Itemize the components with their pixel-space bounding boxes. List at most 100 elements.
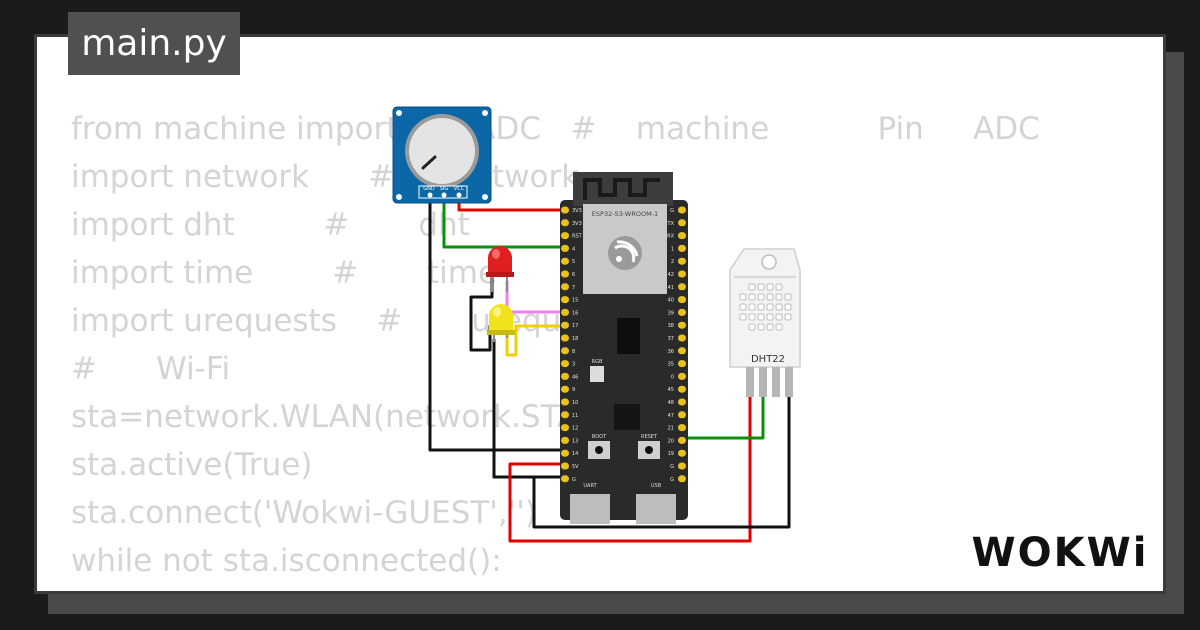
left-pin-label: 7 bbox=[572, 285, 575, 291]
potentiometer: GND SIG VCC bbox=[392, 106, 492, 204]
right-pin-pad bbox=[678, 385, 686, 393]
left-pin-label: 8 bbox=[572, 349, 575, 355]
left-pin-pad bbox=[561, 244, 569, 252]
right-pin-pad bbox=[678, 321, 686, 329]
left-pin-label: 3V3 bbox=[572, 221, 582, 227]
left-pin-pad bbox=[561, 308, 569, 316]
dht-vent-hole bbox=[784, 313, 792, 321]
right-pin-label: RX bbox=[667, 234, 674, 240]
reset-label: RESET bbox=[641, 434, 658, 440]
left-pin-label: 14 bbox=[572, 451, 578, 457]
left-pin-label: 13 bbox=[572, 438, 578, 444]
dht-vent-hole bbox=[766, 283, 774, 291]
usb-label: USB bbox=[651, 483, 662, 489]
dht-vent-grid bbox=[739, 283, 792, 331]
dht-vent-hole bbox=[757, 283, 765, 291]
code-line: import network # network bbox=[71, 159, 580, 195]
left-pin-pad bbox=[561, 411, 569, 419]
right-pin-label: 40 bbox=[668, 298, 674, 304]
dht-vent-hole bbox=[748, 323, 756, 331]
code-line: sta.active(True) bbox=[71, 447, 313, 483]
file-title: main.py bbox=[68, 12, 240, 75]
left-pin-pad bbox=[561, 296, 569, 304]
left-pin-label: G bbox=[572, 477, 576, 483]
pot-pin-sig: SIG bbox=[440, 186, 449, 192]
code-line: import dht # dht bbox=[71, 207, 470, 243]
dht-vent-hole bbox=[748, 283, 756, 291]
dht-vent-hole bbox=[784, 293, 792, 301]
dht-vent-hole bbox=[757, 293, 765, 301]
right-pin-label: 35 bbox=[668, 362, 674, 368]
dht-vent-hole bbox=[775, 283, 783, 291]
code-line: sta.connect('Wokwi-GUEST','') bbox=[71, 495, 537, 531]
right-pin-pad bbox=[678, 424, 686, 432]
left-pin-label: 10 bbox=[572, 400, 578, 406]
boot-label: BOOT bbox=[592, 434, 607, 440]
left-pin-pad bbox=[561, 283, 569, 291]
dht-vent-hole bbox=[757, 303, 765, 311]
left-pin-label: 16 bbox=[572, 310, 578, 316]
right-pin-label: 45 bbox=[668, 387, 674, 393]
left-pin-pad bbox=[561, 334, 569, 342]
dht-vent-hole bbox=[757, 323, 765, 331]
right-pin-pad bbox=[678, 462, 686, 470]
dht-vent-hole bbox=[766, 303, 774, 311]
left-pin-label: 18 bbox=[572, 336, 578, 342]
left-pin-pad bbox=[561, 462, 569, 470]
module-label: ESP32-S3-WROOM-1 bbox=[592, 210, 658, 218]
right-pin-pad bbox=[678, 334, 686, 342]
dht-vent-hole bbox=[766, 313, 774, 321]
led-yellow bbox=[487, 304, 515, 342]
right-pin-pad bbox=[678, 360, 686, 368]
right-pin-pad bbox=[678, 244, 686, 252]
dht-vent-hole bbox=[748, 313, 756, 321]
left-pin-label: 17 bbox=[572, 323, 578, 329]
left-pin-label: 11 bbox=[572, 413, 578, 419]
pot-pin-gnd: GND bbox=[423, 186, 435, 192]
right-pin-label: 0 bbox=[671, 374, 674, 380]
wokwi-logo: WOKWi bbox=[972, 530, 1149, 576]
right-pin-label: 41 bbox=[668, 285, 674, 291]
dht-vent-hole bbox=[775, 293, 783, 301]
right-pin-label: 42 bbox=[668, 272, 674, 278]
left-pin-pad bbox=[561, 232, 569, 240]
right-pin-pad bbox=[678, 296, 686, 304]
left-pin-pad bbox=[561, 449, 569, 457]
left-pin-label: RST bbox=[572, 234, 583, 240]
right-pin-pad bbox=[678, 232, 686, 240]
left-pin-pad bbox=[561, 257, 569, 265]
right-pin-pad bbox=[678, 308, 686, 316]
left-pin-pad bbox=[561, 372, 569, 380]
dht-vent-hole bbox=[748, 293, 756, 301]
pot-pin-vcc: VCC bbox=[454, 186, 465, 192]
right-pin-pad bbox=[678, 449, 686, 457]
led-red bbox=[486, 246, 514, 292]
left-pin-label: 3 bbox=[572, 362, 575, 368]
code-line: import time # time bbox=[71, 255, 498, 291]
right-pin-label: G bbox=[670, 464, 674, 470]
right-pin-pad bbox=[678, 270, 686, 278]
dht-vent-hole bbox=[739, 303, 747, 311]
left-pin-pad bbox=[561, 385, 569, 393]
left-pin-label: 15 bbox=[572, 298, 578, 304]
right-pin-label: 39 bbox=[668, 310, 674, 316]
espressif-logo-icon bbox=[608, 236, 642, 270]
right-pin-label: 47 bbox=[668, 413, 674, 419]
code-listing: from machine import Pin, ADC # machine P… bbox=[71, 105, 1040, 585]
left-pin-label: 5V bbox=[572, 464, 579, 470]
left-pin-pad bbox=[561, 398, 569, 406]
dht-label: DHT22 bbox=[751, 354, 785, 365]
right-pin-label: TX bbox=[667, 221, 675, 227]
esp32-s3-board: ESP32-S3-WROOM-1 RGB BOOT RESET UART USB… bbox=[560, 172, 688, 524]
left-pin-label: 4 bbox=[572, 246, 575, 252]
rgb-label: RGB bbox=[592, 359, 603, 365]
left-pin-label: 3V3 bbox=[572, 208, 582, 214]
wire-led-red-gpio16 bbox=[505, 280, 565, 314]
wire-led-yellow-gpio17 bbox=[505, 324, 565, 357]
left-pin-pad bbox=[561, 206, 569, 214]
right-pin-pad bbox=[678, 257, 686, 265]
right-pin-label: 20 bbox=[668, 438, 674, 444]
dht-vent-hole bbox=[766, 323, 774, 331]
code-line: while not sta.isconnected(): bbox=[71, 543, 502, 579]
